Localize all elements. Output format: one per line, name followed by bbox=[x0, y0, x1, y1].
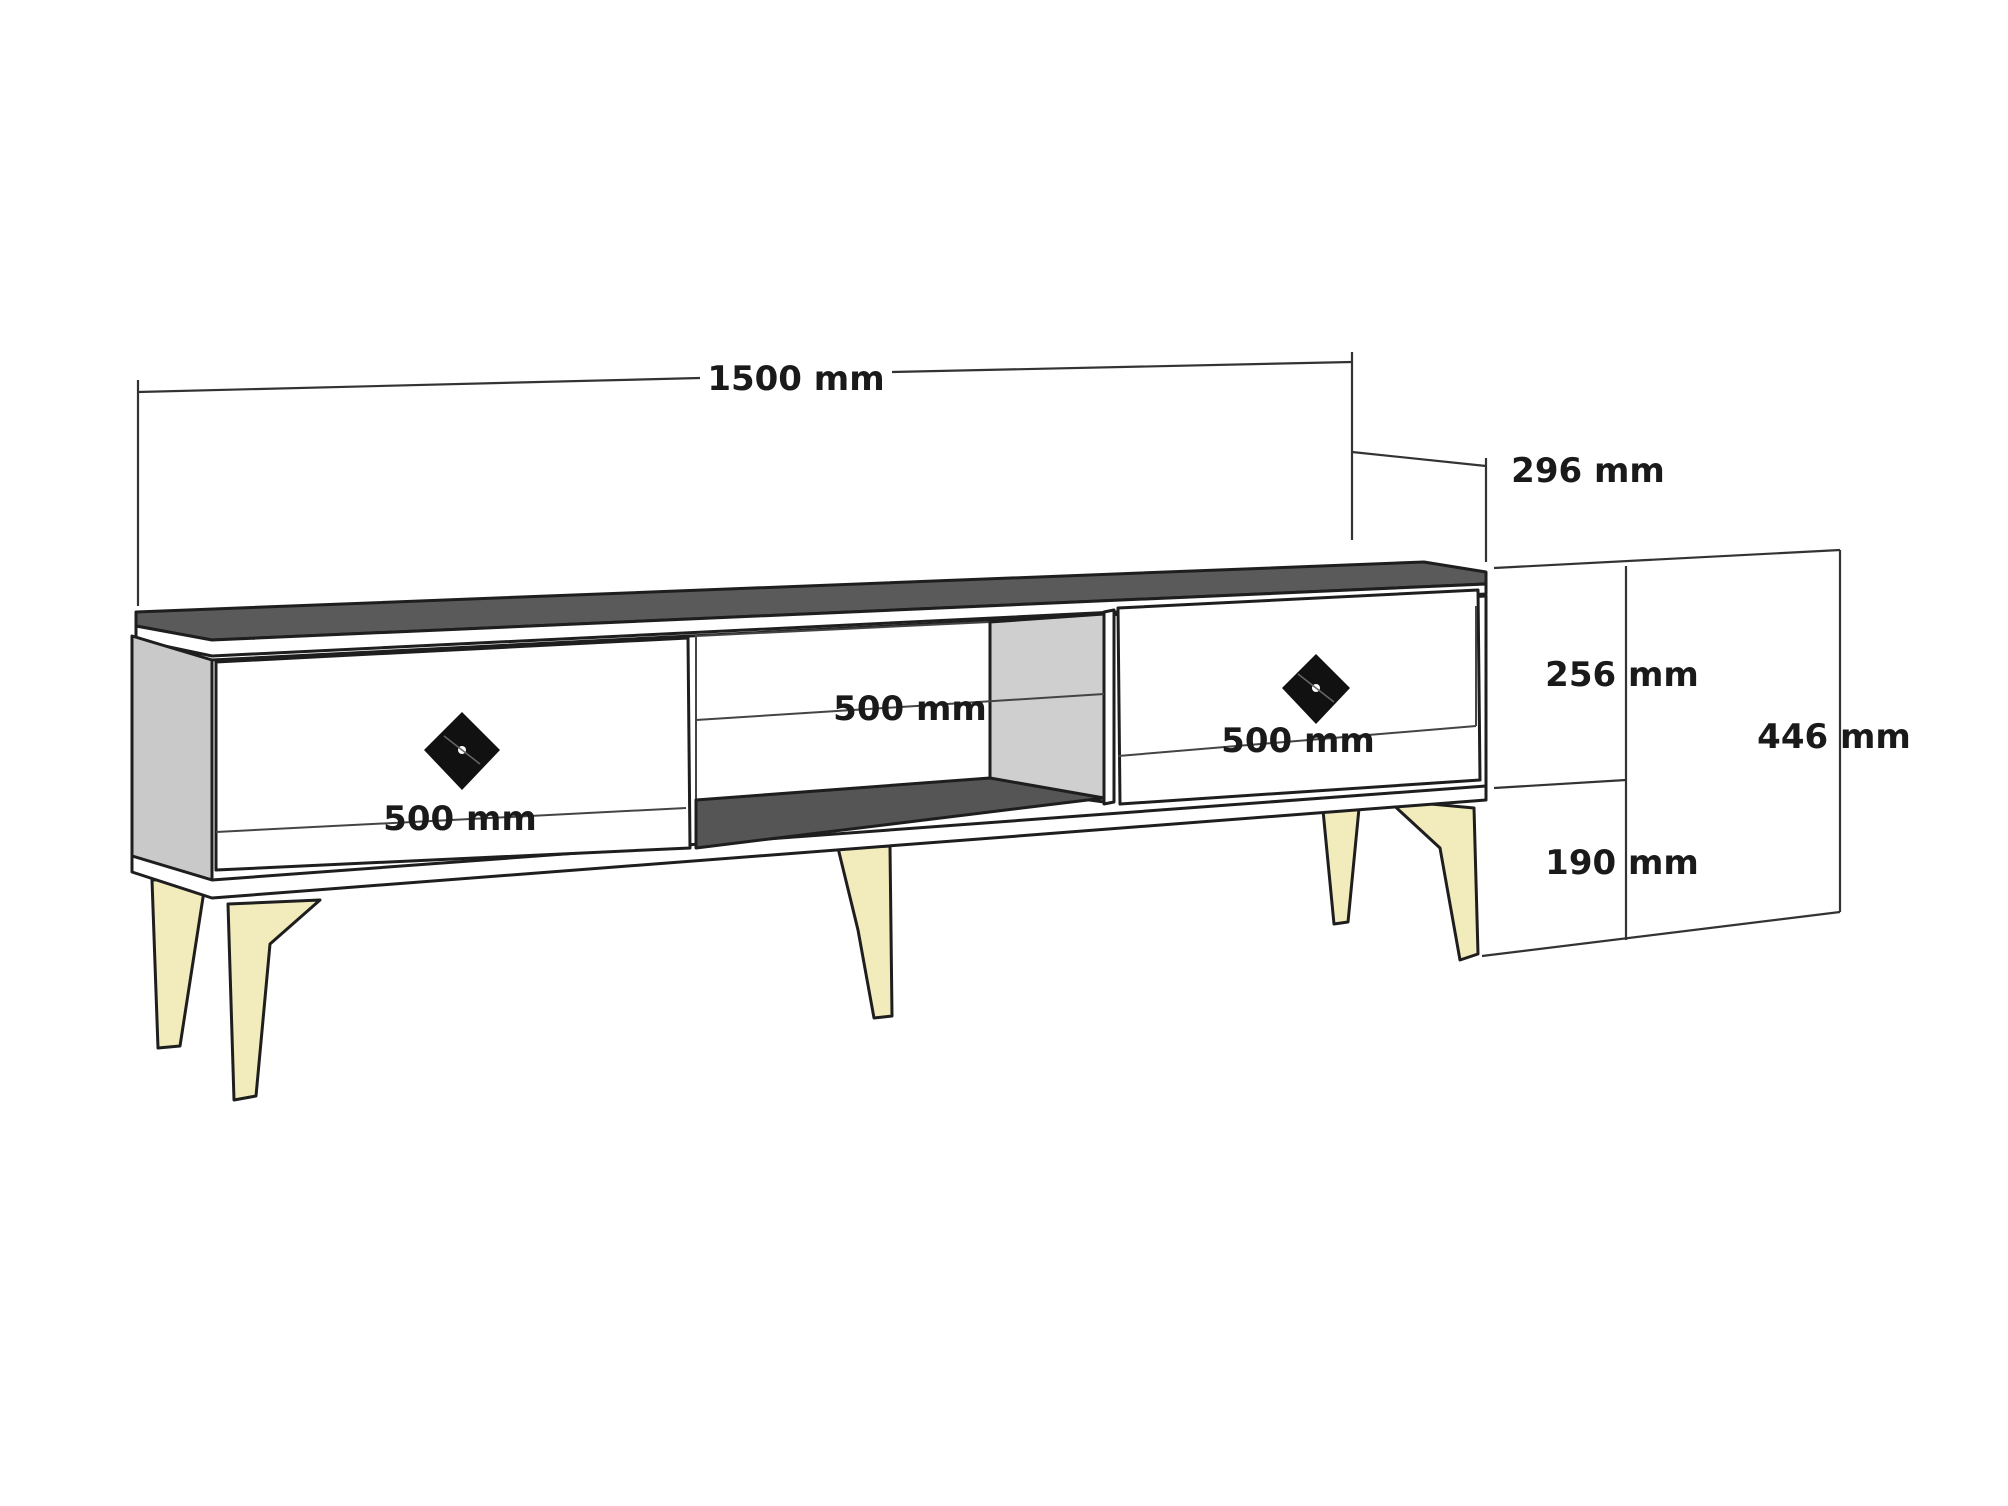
body-height-label: 256 mm bbox=[1545, 655, 1699, 695]
left-drawer-label: 500 mm bbox=[383, 799, 537, 839]
left-side-panel bbox=[130, 634, 214, 882]
handle-left-icon bbox=[424, 712, 500, 790]
leg-front-left-b bbox=[226, 898, 322, 1102]
width-label: 1500 mm bbox=[707, 359, 884, 399]
middle-inner-side bbox=[988, 612, 1106, 804]
dimension-lines bbox=[136, 352, 1842, 958]
right-drawer-label: 500 mm bbox=[1221, 721, 1375, 761]
handle-right-icon bbox=[1282, 654, 1350, 724]
total-height-label: 446 mm bbox=[1757, 717, 1911, 757]
leg-front-left-a bbox=[150, 876, 208, 1050]
leg-back-right-a bbox=[1320, 796, 1362, 926]
divider bbox=[1102, 608, 1116, 806]
cabinet bbox=[130, 560, 1488, 900]
legs bbox=[150, 796, 1480, 1102]
leg-middle bbox=[836, 844, 894, 1020]
leg-height-label: 190 mm bbox=[1545, 843, 1699, 883]
middle-section-label: 500 mm bbox=[833, 689, 987, 729]
depth-label: 296 mm bbox=[1511, 451, 1665, 491]
leg-back-right-b bbox=[1386, 798, 1480, 962]
bottom-edge bbox=[130, 784, 1488, 900]
